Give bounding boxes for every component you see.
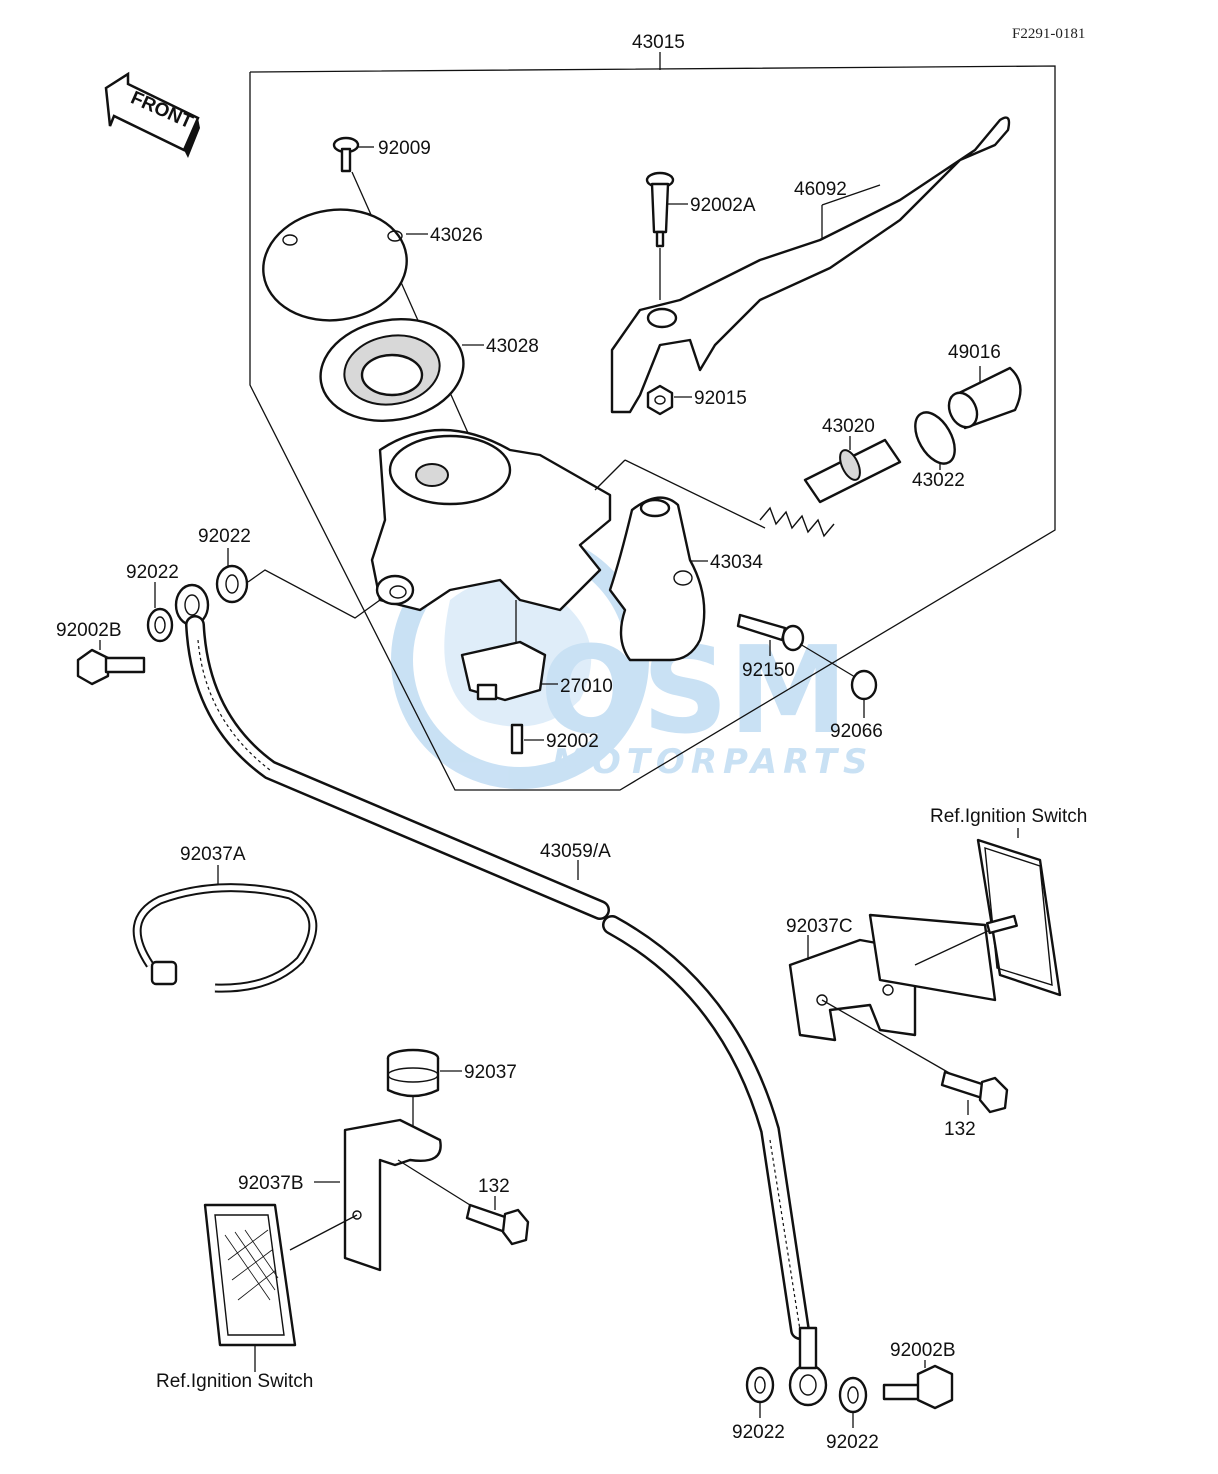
pin-92002A <box>645 171 688 300</box>
piston-43020 <box>759 436 902 538</box>
diagram-code: F2291-0181 <box>1012 26 1085 42</box>
banjo-fitting-bottom <box>788 1326 828 1407</box>
part-92037-label: 92037 <box>464 1062 517 1083</box>
part-132-left-label: 132 <box>478 1176 510 1197</box>
part-92150-label: 92150 <box>742 660 795 681</box>
part-92002-label: 92002 <box>546 731 599 752</box>
part-43026-label: 43026 <box>430 225 483 246</box>
part-92022-a-label: 92022 <box>126 562 179 583</box>
bracket-92037C <box>788 913 997 1079</box>
bracket-92037B <box>289 1118 471 1272</box>
part-43015-label: 43015 <box>632 32 685 53</box>
banjo-bolt-92002B-bottom <box>882 1360 954 1410</box>
part-43020-label: 43020 <box>822 416 875 437</box>
washer-92022-b <box>215 548 381 619</box>
washer-92022-d <box>838 1376 868 1428</box>
front-arrow-icon: FRONT <box>104 71 200 158</box>
part-92002B-top-label: 92002B <box>56 620 122 641</box>
part-49016-label: 49016 <box>948 342 1001 363</box>
circlip-43022 <box>914 411 956 470</box>
diaphragm-43028 <box>319 317 484 423</box>
ignition-switch-right <box>976 838 1062 997</box>
nut-92015 <box>646 384 692 416</box>
part-92002B-bottom-label: 92002B <box>890 1340 956 1361</box>
brake-hose-43059A <box>185 615 810 1340</box>
part-27010-label: 27010 <box>560 676 613 697</box>
banjo-bolt-92002B-top <box>76 640 146 686</box>
part-46092-label: 46092 <box>794 179 847 200</box>
part-92022-b-label: 92022 <box>198 526 251 547</box>
screw-92002 <box>510 723 544 755</box>
washer-92022-c <box>745 1366 775 1418</box>
part-92037A-label: 92037A <box>180 844 246 865</box>
part-43022-label: 43022 <box>912 470 965 491</box>
bolt-92150 <box>736 613 861 681</box>
part-92009-label: 92009 <box>378 138 431 159</box>
part-92037B-label: 92037B <box>238 1173 304 1194</box>
band-92037A <box>132 865 318 993</box>
part-92066-label: 92066 <box>830 721 883 742</box>
part-43034-label: 43034 <box>710 552 763 573</box>
bolt-132-right <box>940 1070 1009 1115</box>
ignition-switch-left <box>203 1203 297 1372</box>
bolt-132-left <box>465 1196 530 1246</box>
master-cylinder-body <box>370 428 766 612</box>
washer-92022-a <box>146 582 174 643</box>
ref-ignition-switch-right-label: Ref.Ignition Switch <box>930 806 1087 827</box>
part-92002A-label: 92002A <box>690 195 756 216</box>
part-132-right-label: 132 <box>944 1119 976 1140</box>
switch-27010 <box>460 600 558 702</box>
part-92022-d-label: 92022 <box>826 1432 879 1453</box>
watermark-subtitle: MOTORPARTS <box>552 742 873 782</box>
boot-49016 <box>947 366 1022 430</box>
ref-ignition-switch-left-label: Ref.Ignition Switch <box>156 1371 313 1392</box>
grommet-92037 <box>386 1048 462 1130</box>
lever-46092 <box>610 116 1011 414</box>
assembly-outline <box>249 65 1056 791</box>
cap-43026 <box>262 208 428 322</box>
cap-92066 <box>850 669 878 718</box>
part-92022-c-label: 92022 <box>732 1422 785 1443</box>
part-43028-label: 43028 <box>486 336 539 357</box>
part-92015-label: 92015 <box>694 388 747 409</box>
part-92037C-label: 92037C <box>786 916 853 937</box>
part-43059A-label: 43059/A <box>540 841 611 862</box>
clamp-43034 <box>608 496 708 662</box>
